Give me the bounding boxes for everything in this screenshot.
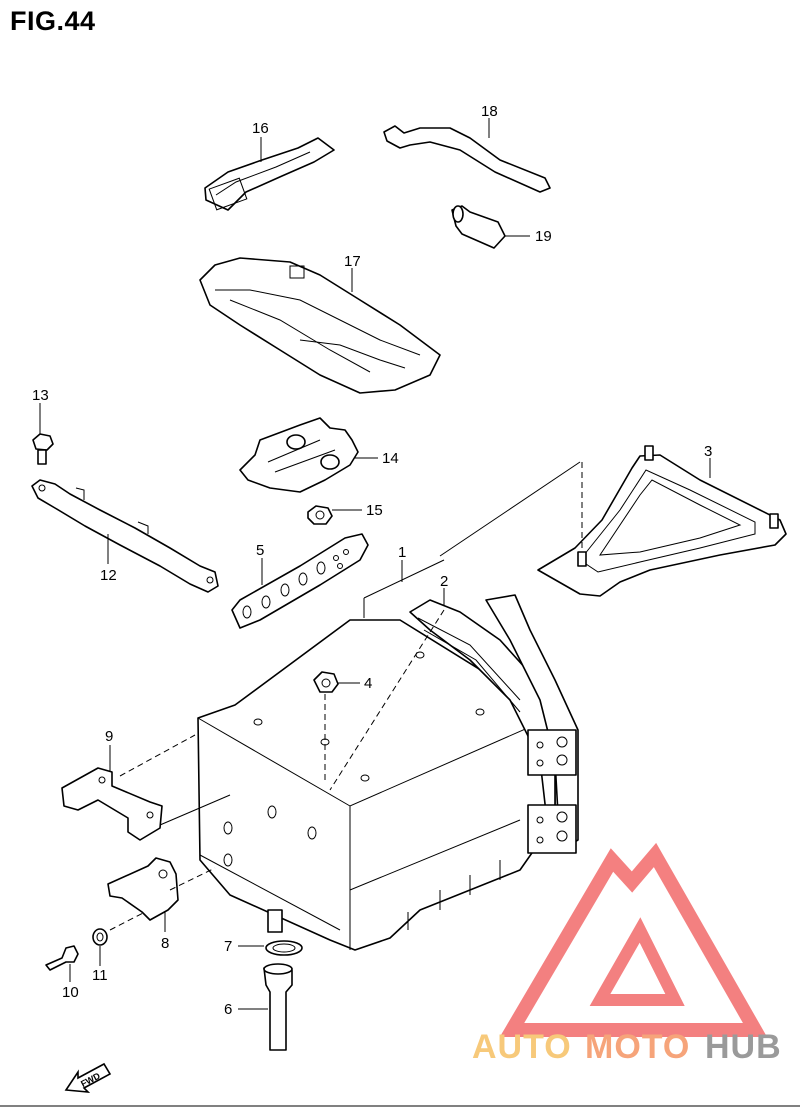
callout-8: 8: [161, 935, 169, 952]
callout-19: 19: [535, 228, 552, 245]
part-15-nut[interactable]: [307, 505, 333, 525]
part-4-nut[interactable]: [313, 671, 339, 693]
part-18-wrench[interactable]: [383, 125, 551, 193]
callout-10: 10: [62, 984, 79, 1001]
callout-12: 12: [100, 567, 117, 584]
callout-4: 4: [364, 675, 372, 692]
watermark-word-hub: HUB: [705, 1028, 782, 1066]
part-17-tool-bag[interactable]: [199, 257, 441, 394]
part-12-stay-bar[interactable]: [31, 479, 219, 593]
part-14-bracket-plate[interactable]: [239, 417, 359, 493]
figure-title: FIG.44: [10, 6, 96, 36]
leader-lines: [39, 118, 711, 1010]
callout-7: 7: [224, 938, 232, 955]
watermark-word-auto: AUTO: [472, 1028, 572, 1066]
callout-15: 15: [366, 502, 383, 519]
fwd-arrow-icon: FWD: [64, 1062, 112, 1093]
assembly-dashed-lines: [109, 462, 583, 931]
callout-11: 11: [92, 967, 108, 984]
callout-18: 18: [481, 103, 498, 120]
part-10-screw[interactable]: [45, 945, 79, 971]
watermark-text: AUTO MOTO HUB: [472, 1028, 782, 1066]
part-13-bolt[interactable]: [32, 433, 54, 465]
assembly-solid-lines: [159, 461, 581, 826]
part-2-side-cover[interactable]: [409, 594, 579, 854]
part-8-clamp[interactable]: [107, 857, 179, 921]
part-5-plate[interactable]: [231, 533, 369, 629]
callout-17: 17: [344, 253, 361, 270]
part-16-strap[interactable]: [204, 137, 335, 211]
callout-14: 14: [382, 450, 399, 467]
callout-1: 1: [398, 544, 406, 561]
part-11-washer[interactable]: [92, 928, 108, 946]
part-19-plug-tool[interactable]: [451, 205, 506, 249]
callout-2: 2: [440, 573, 448, 590]
part-3-frame[interactable]: [537, 445, 787, 597]
callout-5: 5: [256, 542, 264, 559]
part-7-o-ring[interactable]: [265, 940, 303, 956]
callout-6: 6: [224, 1001, 232, 1018]
watermark-logo: [499, 842, 768, 1037]
part-6-hose[interactable]: [263, 963, 293, 1051]
watermark-word-moto: MOTO: [585, 1028, 690, 1066]
callout-13: 13: [32, 387, 49, 404]
part-9-bracket[interactable]: [61, 767, 163, 841]
callout-3: 3: [704, 443, 712, 460]
callout-labels: 16 18 19 17 13 14 3 15 5 1 12 2 4 9 8 7 …: [32, 103, 712, 1018]
callout-16: 16: [252, 120, 269, 137]
callout-9: 9: [105, 728, 113, 745]
part-1-battery-box[interactable]: [197, 619, 556, 951]
